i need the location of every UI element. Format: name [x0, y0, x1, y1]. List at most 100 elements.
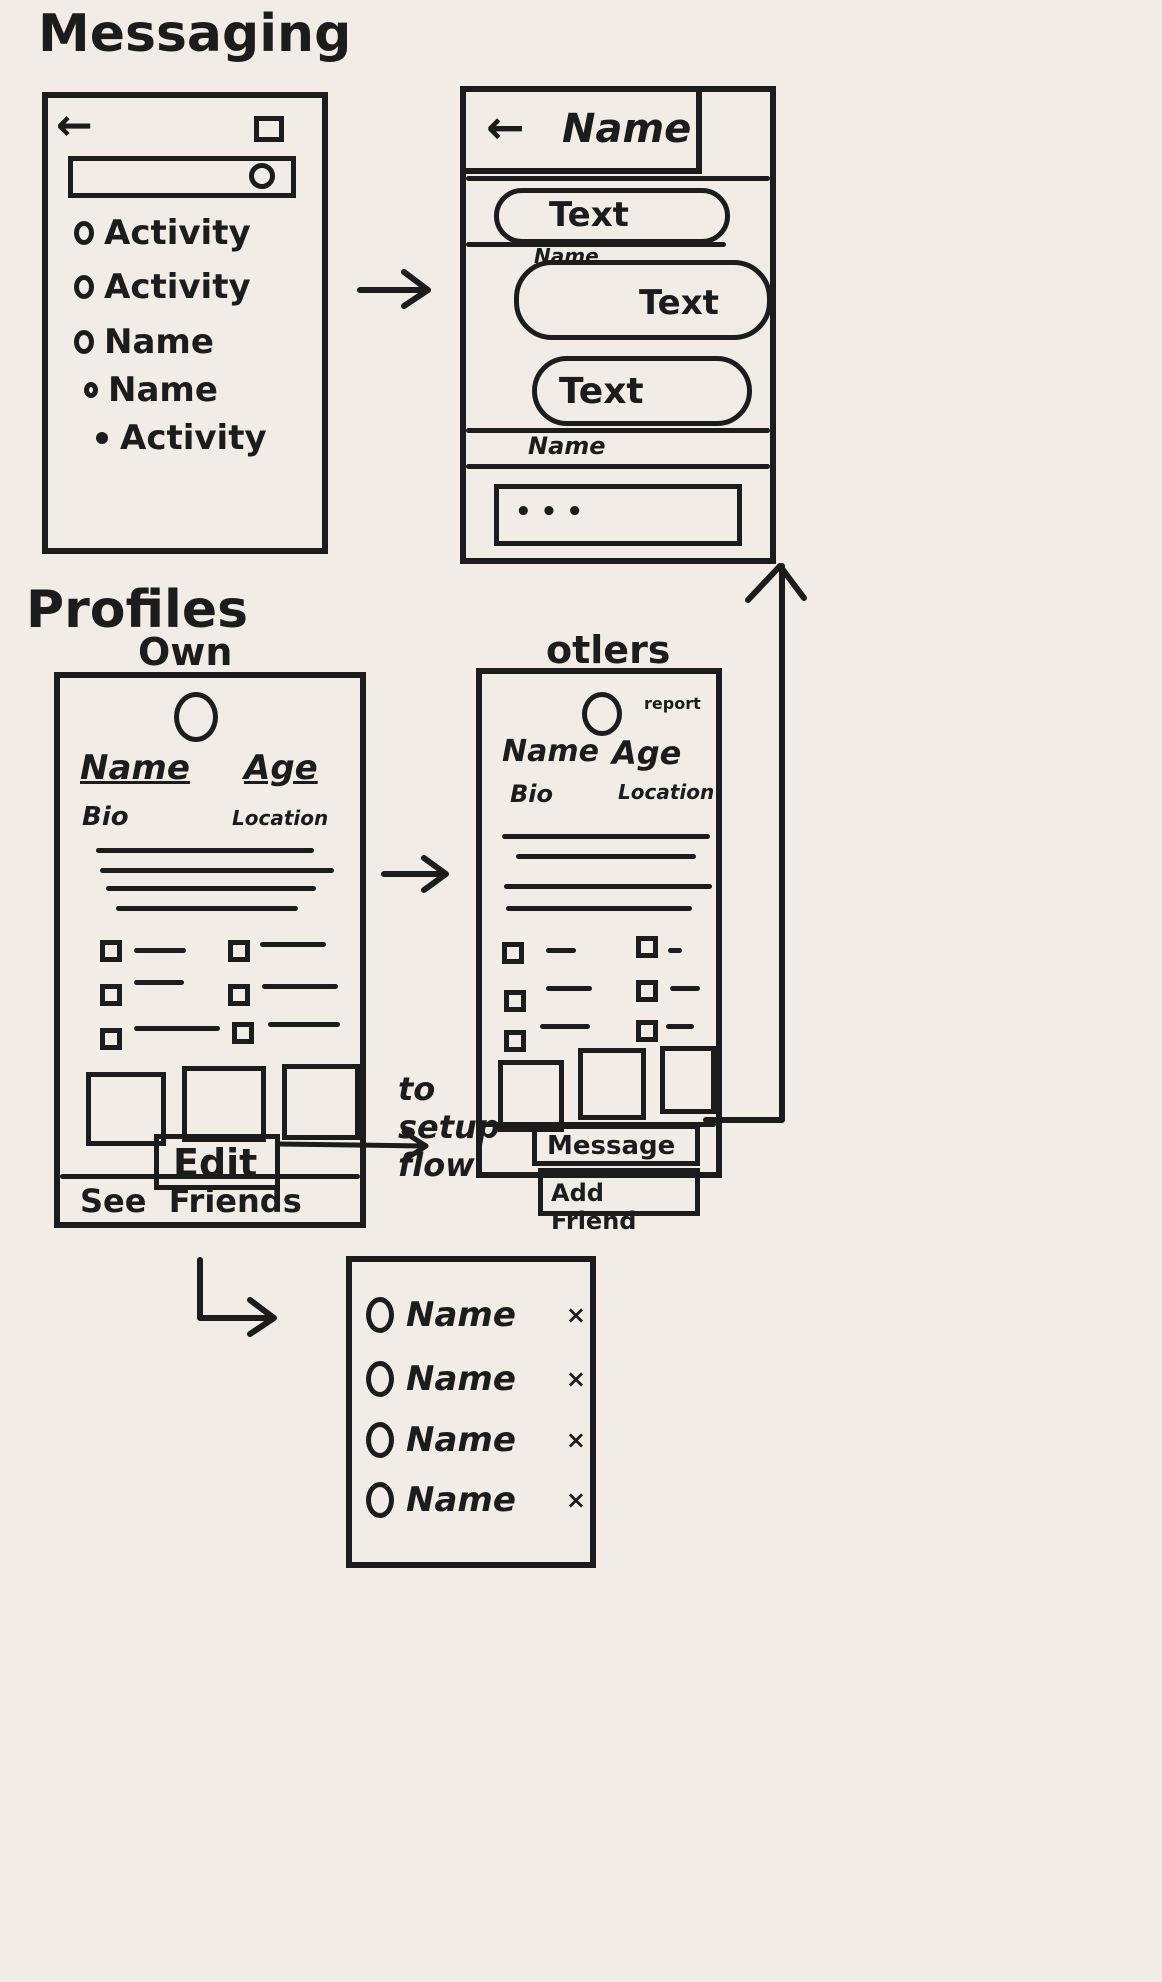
avatar	[582, 692, 622, 736]
message-text: Text	[559, 371, 644, 412]
chat-header-name: Name	[562, 106, 692, 152]
bio-text-line	[96, 848, 314, 853]
message-input[interactable]: • • •	[494, 484, 742, 546]
remove-friend-icon[interactable]: ×	[565, 1426, 586, 1454]
message-button-label: Message	[547, 1131, 676, 1161]
other-profile-screen: report Name Age Bio Location Message	[476, 668, 722, 1178]
list-item-label: Name	[108, 370, 218, 410]
list-item[interactable]: Name ×	[366, 1410, 586, 1470]
photo-tile[interactable]	[282, 1064, 360, 1140]
compose-icon[interactable]	[254, 116, 284, 142]
avatar-icon	[74, 330, 94, 354]
profile-bio-label: Bio	[82, 802, 129, 832]
see-friends-arrow-icon	[197, 1257, 277, 1337]
add-friend-label: Add Friend	[551, 1179, 637, 1235]
photo-tile[interactable]	[660, 1046, 716, 1114]
see-friends-label: See Friends	[80, 1182, 302, 1220]
chat-screen: ← Name Text Name Text Text Name • • •	[460, 86, 776, 564]
interest-label	[668, 948, 682, 953]
bio-text-line	[100, 868, 334, 873]
list-item[interactable]: Name ×	[366, 1348, 586, 1410]
friend-name: Name	[406, 1295, 516, 1335]
interest-icon	[100, 940, 122, 962]
remove-friend-icon[interactable]: ×	[565, 1486, 586, 1514]
list-item[interactable]: Activity	[74, 208, 314, 258]
avatar-icon	[366, 1297, 394, 1333]
typing-indicator: • • •	[515, 497, 583, 527]
list-item-label: Activity	[104, 267, 251, 307]
photo-tile[interactable]	[182, 1066, 266, 1142]
list-item[interactable]: Name ×	[366, 1282, 586, 1348]
back-arrow-icon[interactable]: ←	[56, 100, 93, 151]
interest-label	[260, 942, 326, 947]
interest-label	[134, 948, 186, 953]
interest-icon	[232, 1022, 254, 1044]
avatar-icon	[366, 1422, 394, 1458]
own-profile-label: Own	[138, 630, 233, 674]
add-friend-button[interactable]: Add Friend	[538, 1168, 700, 1235]
remove-friend-icon[interactable]: ×	[565, 1301, 586, 1329]
profile-bio-label: Bio	[510, 780, 554, 808]
own-profile-screen: Name Age Bio Location Edit See Friends	[54, 672, 366, 1228]
interest-label	[670, 986, 700, 991]
chat-header: ← Name	[466, 92, 702, 174]
annotation-line: setup	[398, 1108, 500, 1146]
profile-age: Age	[244, 748, 318, 788]
friend-name: Name	[406, 1420, 516, 1460]
interest-label	[134, 980, 184, 985]
profile-location-label: Location	[618, 780, 715, 804]
divider	[466, 464, 770, 469]
list-item-label: Activity	[104, 213, 251, 253]
interest-label	[540, 1024, 590, 1029]
avatar-icon	[366, 1482, 394, 1518]
back-arrow-icon[interactable]: ←	[486, 100, 525, 154]
interest-label	[268, 1022, 340, 1027]
search-input[interactable]	[68, 156, 296, 198]
message-text: Text	[549, 195, 629, 235]
interest-icon	[636, 936, 658, 958]
unread-dot-icon	[96, 432, 108, 444]
avatar-icon	[366, 1361, 394, 1397]
avatar	[174, 692, 218, 742]
interest-label	[134, 1026, 220, 1031]
messaging-list-screen: ← Activity Activity Name Name Activity	[42, 92, 328, 554]
list-item[interactable]: Name	[84, 368, 314, 412]
message-bubble-received: Text	[532, 356, 752, 426]
photo-tile[interactable]	[86, 1072, 166, 1146]
avatar-icon	[74, 275, 94, 299]
divider	[466, 428, 770, 433]
messaging-section-title: Messaging	[38, 4, 352, 64]
remove-friend-icon[interactable]: ×	[565, 1365, 586, 1393]
photo-tile[interactable]	[578, 1048, 646, 1120]
interest-icon	[100, 984, 122, 1006]
list-item[interactable]: Name	[74, 316, 314, 368]
interest-label	[546, 986, 592, 991]
annotation-line: flow	[398, 1146, 475, 1184]
message-bubble-sent: Text	[514, 260, 772, 340]
interest-icon	[636, 980, 658, 1002]
profile-name: Name	[80, 748, 190, 788]
interest-icon	[636, 1020, 658, 1042]
list-item[interactable]: Activity	[96, 412, 314, 464]
profile-location-label: Location	[232, 806, 329, 830]
interest-label	[262, 984, 338, 989]
annotation-line: to	[398, 1070, 436, 1108]
message-text: Text	[639, 283, 719, 323]
profiles-section-title: Profiles	[26, 580, 249, 640]
setup-flow-annotation: to setup flow	[398, 1070, 500, 1184]
see-friends-button[interactable]: See Friends	[80, 1182, 350, 1220]
message-flow-arrow-icon	[703, 563, 807, 1123]
bio-text-line	[506, 906, 692, 911]
interest-icon	[504, 1030, 526, 1052]
list-item[interactable]: Activity	[74, 258, 314, 316]
photo-tile[interactable]	[498, 1060, 564, 1132]
conversation-list: Activity Activity Name Name Activity	[74, 208, 314, 464]
interest-icon	[228, 940, 250, 962]
friends-list: Name × Name × Name × Name ×	[366, 1282, 586, 1530]
report-link[interactable]: report	[644, 694, 701, 713]
list-item[interactable]: Name ×	[366, 1470, 586, 1530]
message-button[interactable]: Message	[532, 1124, 700, 1166]
interest-icon	[100, 1028, 122, 1050]
flow-arrow-icon	[381, 855, 449, 893]
interest-icon	[504, 990, 526, 1012]
